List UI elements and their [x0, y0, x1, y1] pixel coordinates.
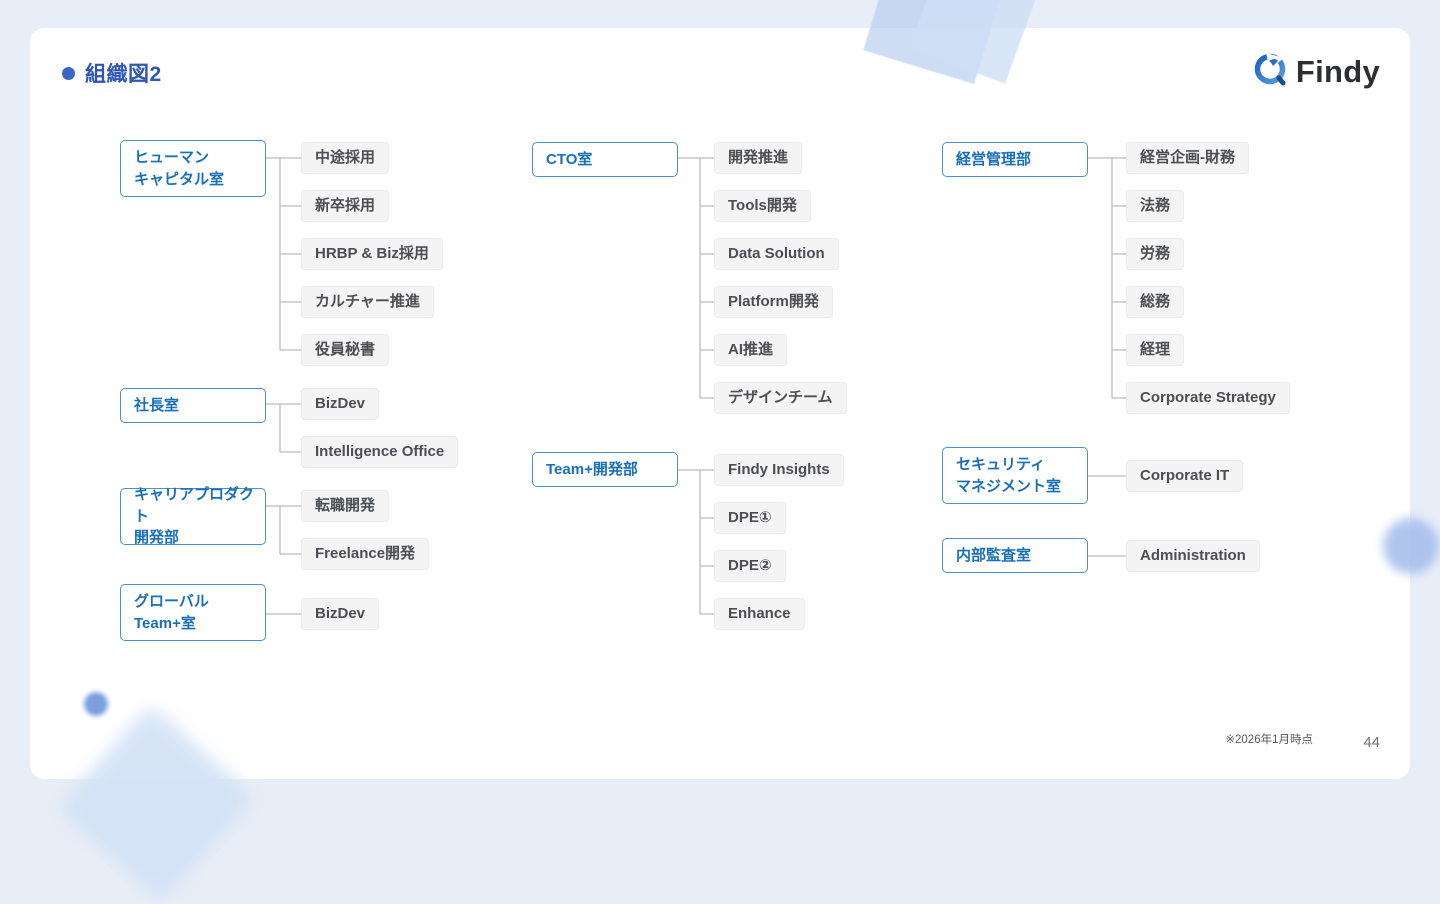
org-child-cto-office-4: AI推進: [714, 334, 788, 366]
org-parent-security-management: セキュリティ マネジメント室: [942, 447, 1088, 504]
findy-logo: Findy: [1252, 50, 1380, 93]
page-title: 組織図2: [85, 63, 162, 86]
org-child-corporate-management-0: 経営企画-財務: [1126, 142, 1249, 174]
org-child-corporate-management-2: 労務: [1126, 238, 1185, 270]
page-number: 44: [1363, 734, 1380, 751]
org-parent-internal-audit: 内部監査室: [942, 538, 1088, 573]
org-chart: ヒューマン キャピタル室 中途採用新卒採用 HRBP & Biz採用カルチャー推進役…: [30, 28, 1410, 779]
org-child-human-capital-1: 新卒採用: [301, 190, 390, 222]
org-child-career-product-0: 転職開発: [301, 490, 390, 522]
org-child-cto-office-0: 開発推進: [714, 142, 803, 174]
slide-title-row: 組織図2: [62, 58, 162, 88]
org-child-corporate-management-3: 総務: [1126, 286, 1185, 318]
findy-logo-icon: [1252, 50, 1290, 93]
org-parent-cto-office: CTO室: [532, 142, 678, 177]
org-child-human-capital-2: HRBP & Biz採用: [301, 238, 443, 270]
org-child-teamplus-dev-1: DPE①: [714, 502, 786, 534]
org-parent-ceo-office: 社長室: [120, 388, 266, 423]
org-parent-corporate-management: 経営管理部: [942, 142, 1088, 177]
org-parent-human-capital: ヒューマン キャピタル室: [120, 140, 266, 197]
footnote: ※2026年1月時点: [1225, 734, 1313, 746]
slide: 組織図2 Findy ヒューマン キャピタル室 中途採用新卒採用 HRBP & Bi…: [30, 28, 1410, 779]
org-child-career-product-1: Freelance開発: [301, 538, 430, 570]
connector-lines: [266, 157, 1126, 615]
org-parent-teamplus-dev: Team+開発部: [532, 452, 678, 487]
org-child-cto-office-3: Platform開発: [714, 286, 833, 318]
org-child-cto-office-2: Data Solution: [714, 238, 839, 270]
org-child-teamplus-dev-0: Findy Insights: [714, 454, 844, 486]
org-child-teamplus-dev-3: Enhance: [714, 598, 805, 630]
org-child-corporate-management-5: Corporate Strategy: [1126, 382, 1290, 414]
org-parent-career-product: キャリアプロダクト 開発部: [120, 486, 266, 546]
org-child-global-teamplus-0: BizDev: [301, 598, 380, 630]
org-child-human-capital-0: 中途採用: [301, 142, 390, 174]
org-child-security-management-0: Corporate IT: [1126, 460, 1244, 492]
org-parent-global-teamplus: グローバル Team+室: [120, 584, 266, 641]
org-child-corporate-management-4: 経理: [1126, 334, 1185, 366]
org-child-cto-office-1: Tools開発: [714, 190, 811, 222]
org-child-ceo-office-0: BizDev: [301, 388, 380, 420]
org-child-teamplus-dev-2: DPE②: [714, 550, 786, 582]
org-child-internal-audit-0: Administration: [1126, 540, 1260, 572]
org-child-human-capital-4: 役員秘書: [301, 334, 390, 366]
title-bullet-icon: [62, 66, 75, 80]
findy-logo-text: Findy: [1295, 53, 1380, 89]
org-child-human-capital-3: カルチャー推進: [301, 286, 434, 318]
org-child-cto-office-5: デザインチーム: [714, 382, 847, 414]
org-child-corporate-management-1: 法務: [1126, 190, 1185, 222]
org-child-ceo-office-1: Intelligence Office: [301, 436, 459, 468]
